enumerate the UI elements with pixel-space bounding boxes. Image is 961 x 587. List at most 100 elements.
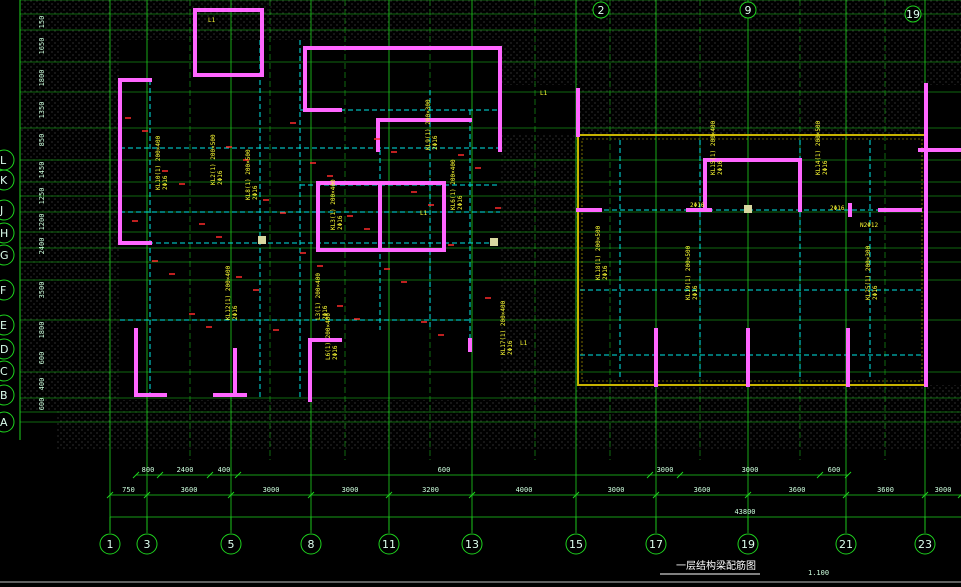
slab-outline-inner	[581, 138, 923, 382]
row-bubble-E	[0, 314, 15, 336]
beam-label-text: KL19(1) 200×500	[685, 245, 692, 300]
axis-bubble-label: 17	[649, 538, 663, 551]
dim-row-1-tick	[816, 471, 824, 479]
row-bubble-D	[0, 338, 15, 360]
left-dim-value: 600	[38, 352, 46, 365]
row-bubble-label: D	[0, 343, 8, 356]
axis-bubble-label: 15	[569, 538, 583, 551]
dim-row-2-tick	[307, 491, 315, 499]
row-bubble-label: J	[0, 204, 3, 217]
drawing-scale: 1.100	[808, 569, 829, 577]
axis-bubble-13	[461, 533, 483, 555]
dim-row-1-value: 3000	[657, 466, 674, 474]
left-dim-value: 850	[38, 134, 46, 147]
axis-bubble-17	[645, 533, 667, 555]
beam-label-rebar: 2Φ16	[252, 185, 259, 200]
note-text: L1	[540, 90, 548, 97]
note-text: L1	[208, 17, 216, 24]
axis-bubble-5	[220, 533, 242, 555]
dim-overall-value: 43800	[734, 508, 755, 516]
dim-row-2-value: 750	[122, 486, 135, 494]
top-axis-label: 2	[598, 4, 605, 17]
row-bubble-label: B	[0, 389, 8, 402]
beam-label-text: KL15(1) 200×400	[710, 120, 717, 175]
beam-label-text: KL17(1) 200×400	[500, 300, 507, 355]
row-bubble-label: A	[0, 416, 8, 429]
row-bubble-label: K	[0, 174, 8, 187]
row-bubble-J	[0, 199, 15, 221]
left-dim-value: 1800	[38, 322, 46, 339]
dim-row-1-value: 800	[142, 466, 155, 474]
beam-label-rebar: 2Φ16	[872, 285, 879, 300]
axis-bubble-1	[99, 533, 121, 555]
note-text: L1	[520, 340, 528, 347]
beam-label-rebar: 2Φ16	[232, 305, 239, 320]
dim-row-2-tick	[468, 491, 476, 499]
left-dim-value: 400	[38, 378, 46, 391]
row-bubble-label: F	[0, 284, 6, 297]
axis-bubble-label: 19	[741, 538, 755, 551]
dim-row-2-tick	[385, 491, 393, 499]
dim-row-1-tick	[156, 471, 164, 479]
drawing-title-block: 一层结构梁配筋图 1.100	[660, 559, 829, 577]
left-dim-value: 1450	[38, 162, 46, 179]
dim-row-2-value: 3000	[608, 486, 625, 494]
top-axis-bubble	[904, 5, 922, 23]
axis-bubble-21	[835, 533, 857, 555]
left-dim: 150	[38, 16, 46, 29]
building-interior	[578, 135, 926, 385]
left-dim-value: 2400	[38, 238, 46, 255]
dim-row-1-tick	[132, 471, 140, 479]
beam-label-text: KL6(1) 200×400	[450, 159, 457, 210]
dim-row-1-value: 3000	[742, 466, 759, 474]
beam-label-rebar: 2Φ16	[332, 345, 339, 360]
note-text: L1	[420, 210, 428, 217]
shear-walls	[118, 8, 961, 402]
left-dim: 1800	[38, 322, 46, 339]
row-bubble-label: H	[0, 227, 8, 240]
beam-label-rebar: 2Φ16	[217, 170, 224, 185]
axis-bubble-label: 11	[382, 538, 396, 551]
beam-label-rebar: 2Φ16	[822, 160, 829, 175]
axis-bubble-label: 23	[918, 538, 932, 551]
dim-row-2-tick	[957, 494, 961, 499]
left-dim-value: 1250	[38, 188, 46, 205]
row-bubble-H	[0, 222, 15, 244]
beam-label-text: KL8(1) 200×500	[245, 149, 252, 200]
left-dim-value: 1350	[38, 102, 46, 119]
left-dim-value: 3500	[38, 282, 46, 299]
beam-label-text: KL25(1) 200×300	[865, 245, 872, 300]
top-axis-bubble	[592, 1, 610, 19]
beam-label-text: KL2(1) 200×500	[210, 134, 217, 185]
note-text: N2Φ12	[860, 222, 878, 229]
beam-label-text: KL14(1) 200×500	[815, 120, 822, 175]
axis-bubble-label: 8	[308, 538, 315, 551]
beam-label-rebar: 2Φ16	[457, 195, 464, 210]
drawing-title: 一层结构梁配筋图	[676, 559, 756, 572]
dim-row-1-value: 600	[828, 466, 841, 474]
beam-label-rebar: 2Φ16	[507, 340, 514, 355]
dim-row-2-value: 3600	[694, 486, 711, 494]
row-bubble-B	[0, 384, 15, 406]
row-bubble-G	[0, 244, 15, 266]
axis-bubble-19	[737, 533, 759, 555]
dim-row-1-value: 2400	[177, 466, 194, 474]
hatched-ground-area	[20, 0, 961, 450]
dim-row-2-tick	[652, 491, 660, 499]
axis-bubble-3	[136, 533, 158, 555]
dim-row-2-tick	[921, 491, 929, 499]
dim-row-1-tick	[676, 471, 684, 479]
row-bubble-label: L	[0, 154, 7, 167]
hatch-region	[56, 410, 961, 450]
dim-row-1-tick	[844, 471, 852, 479]
column-block	[490, 238, 498, 246]
